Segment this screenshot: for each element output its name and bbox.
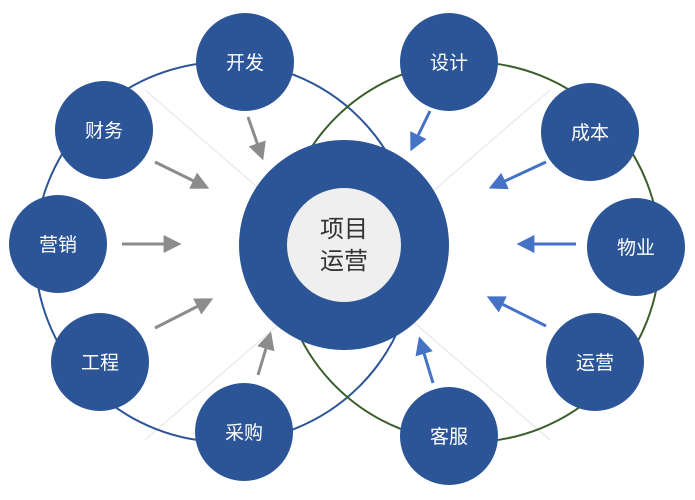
node-label: 采购 [225, 422, 263, 444]
arrow-chengben [488, 160, 547, 190]
node-kaifa: 开发 [196, 13, 294, 111]
arrow-gongcheng [154, 298, 214, 330]
node-caiwu: 财务 [55, 81, 153, 179]
node-yunying: 运营 [546, 313, 644, 411]
node-label: 物业 [617, 237, 655, 259]
node-chengben: 成本 [541, 83, 639, 181]
node-wuye: 物业 [587, 198, 685, 296]
node-kefu: 客服 [400, 387, 498, 485]
node-yingxiao: 营销 [9, 195, 107, 293]
arrow-yunying [486, 296, 547, 328]
arrow-caiwu [154, 160, 210, 189]
center-inner-circle [287, 188, 401, 302]
node-label: 成本 [571, 122, 609, 144]
arrow-kefu [415, 336, 435, 384]
node-label: 运营 [576, 352, 614, 374]
node-sheji: 设计 [400, 13, 498, 111]
node-label: 营销 [39, 234, 77, 256]
node-label: 设计 [430, 52, 468, 74]
arrow-kaifa [246, 116, 266, 161]
node-label: 客服 [430, 426, 468, 448]
arrow-caigou [256, 331, 275, 376]
center-label-line2: 运营 [320, 247, 368, 275]
node-label: 工程 [81, 352, 119, 374]
node-label: 开发 [226, 52, 264, 74]
node-label: 财务 [85, 120, 123, 142]
node-caigou: 采购 [195, 383, 293, 481]
arrow-sheji [410, 110, 432, 152]
node-gongcheng: 工程 [51, 313, 149, 411]
center-label-line1: 项目 [320, 215, 368, 243]
